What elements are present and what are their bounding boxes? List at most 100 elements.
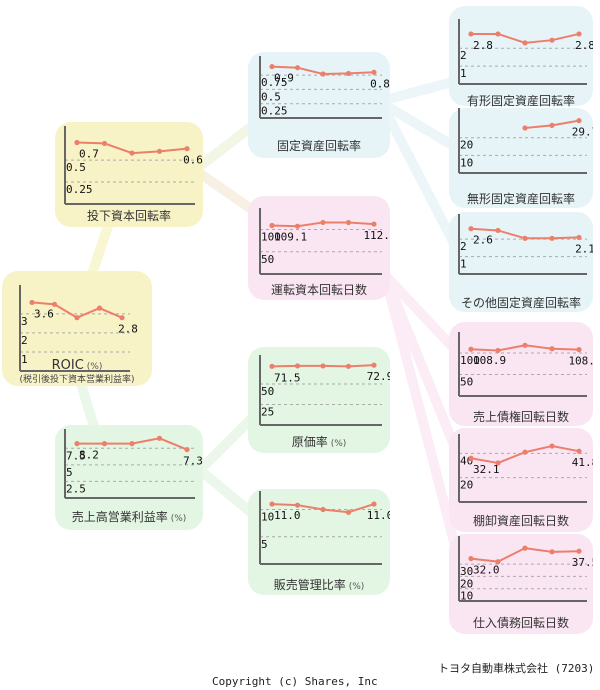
first-value-label: 32.1 — [473, 463, 500, 476]
data-point — [294, 223, 301, 229]
y-tick-label: 1 — [21, 353, 28, 366]
invested-capital-turnover-title: 投下資本回転率 — [86, 209, 171, 223]
data-point — [74, 139, 80, 146]
receivables-days-title: 売上債権回転日数 — [472, 410, 569, 424]
last-value-label: 72.9 — [367, 370, 390, 383]
y-tick-label: 20 — [460, 139, 473, 152]
y-tick-label: 0.5 — [261, 90, 281, 103]
first-value-label: 3.6 — [34, 307, 54, 320]
operating-margin-unit: (%) — [170, 514, 187, 524]
data-point — [371, 362, 377, 368]
data-point — [549, 235, 555, 241]
data-point — [320, 71, 326, 77]
other-fixed-asset-turnover-title: その他固定資産回転率 — [460, 296, 581, 310]
y-tick-label: 20 — [460, 577, 473, 590]
data-point — [522, 235, 528, 241]
y-tick-label: 3 — [21, 315, 28, 328]
data-point — [320, 506, 326, 513]
y-tick-label: 2 — [460, 240, 467, 253]
data-point — [129, 150, 135, 156]
data-point — [320, 363, 326, 369]
y-tick-label: 25 — [261, 405, 274, 418]
y-tick-label: 100 — [460, 354, 480, 367]
roic-unit: (%) — [86, 362, 103, 372]
first-value-label: 8.2 — [79, 449, 99, 462]
last-value-label: 2.8 — [118, 323, 138, 336]
sga-ratio-title: 販売管理比率 — [273, 578, 346, 592]
y-tick-label: 10 — [460, 590, 473, 603]
data-point — [371, 501, 377, 507]
data-point — [522, 342, 528, 348]
company-name: トヨタ自動車株式会社 (7203) — [438, 662, 595, 675]
last-value-label: 0.6 — [183, 154, 203, 167]
data-point — [320, 219, 326, 226]
data-point — [522, 40, 528, 46]
y-tick-label: 1 — [460, 258, 467, 271]
data-point — [294, 65, 301, 71]
payables-days-title: 仕入債務回転日数 — [472, 616, 569, 630]
intangible-fixed-asset-turnover-title: 無形固定資産回転率 — [466, 192, 575, 206]
y-tick-label: 30 — [460, 565, 473, 578]
data-point — [576, 234, 582, 241]
data-point — [74, 441, 80, 447]
last-value-label: 37.5 — [572, 556, 593, 569]
last-value-label: 2.8 — [575, 39, 593, 52]
data-point — [522, 545, 528, 551]
last-value-label: 7.3 — [183, 455, 203, 468]
data-point — [549, 443, 555, 449]
last-value-label: 112.3 — [363, 229, 390, 242]
data-point — [468, 346, 474, 352]
last-value-label: 41.8 — [572, 456, 593, 469]
roic-subtitle: (税引後投下資本営業利益率) — [19, 375, 135, 385]
data-point — [549, 346, 555, 352]
data-point — [345, 70, 352, 77]
last-value-label: 11.0 — [367, 509, 390, 522]
data-point — [156, 435, 163, 441]
y-tick-label: 10 — [261, 511, 274, 524]
y-tick-label: 5 — [261, 538, 268, 551]
first-value-label: 32.0 — [473, 564, 500, 577]
data-point — [495, 347, 501, 354]
data-point — [576, 448, 582, 454]
data-point — [468, 455, 474, 461]
data-point — [294, 363, 301, 369]
first-value-label: 109.1 — [274, 231, 307, 244]
last-value-label: 2.1 — [575, 242, 593, 255]
first-value-label: 108.9 — [473, 354, 506, 367]
first-value-label: 0.7 — [79, 148, 99, 161]
data-point — [549, 122, 555, 128]
data-point — [576, 117, 582, 124]
y-tick-label: 1 — [460, 67, 467, 80]
data-point — [156, 148, 163, 154]
data-point — [549, 37, 555, 43]
first-value-label: 2.8 — [473, 39, 493, 52]
first-value-label: 71.5 — [274, 371, 301, 384]
data-point — [495, 559, 501, 565]
data-point — [101, 441, 108, 447]
data-point — [549, 549, 555, 555]
